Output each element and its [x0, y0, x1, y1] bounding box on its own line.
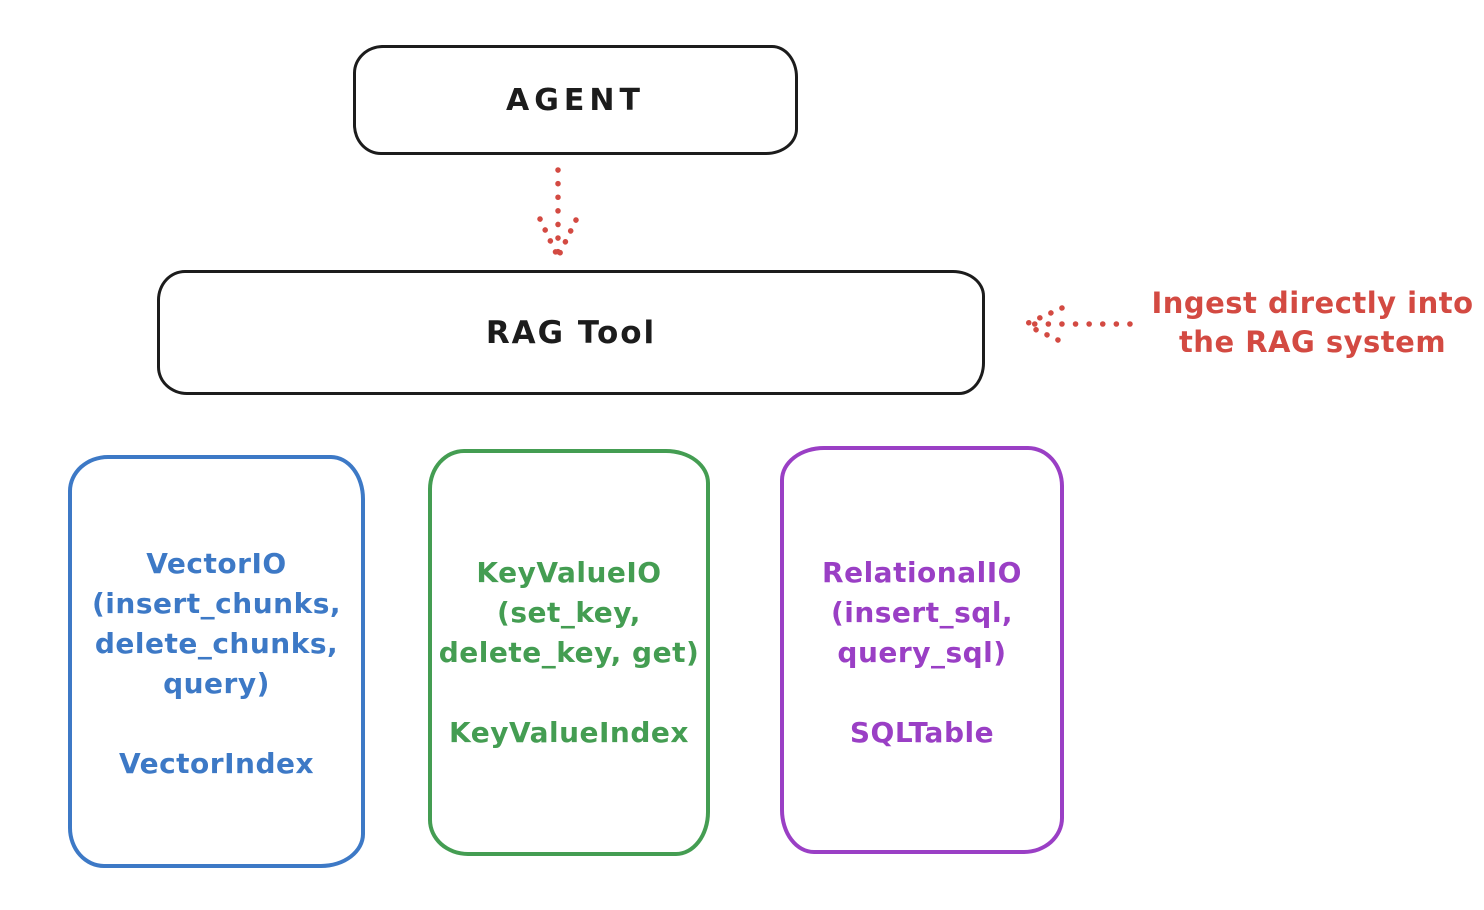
vector-io-method-line: query) — [163, 667, 270, 700]
annotation-line-1: Ingest directly into — [1151, 286, 1474, 320]
vector-io-method-line: (insert_chunks, — [92, 587, 341, 620]
keyvalue-index-label: KeyValueIndex — [449, 716, 689, 749]
keyvalue-io-title: KeyValueIO — [476, 556, 662, 589]
relational-io-node: RelationalIO (insert_sql, query_sql) SQL… — [780, 446, 1064, 854]
annotation-line-2: the RAG system — [1178, 325, 1447, 359]
keyvalue-io-node: KeyValueIO (set_key, delete_key, get) Ke… — [428, 449, 710, 856]
dotted-left-arrow-icon — [1023, 305, 1133, 343]
vector-io-title: VectorIO — [146, 547, 287, 580]
rag-tool-node-label: RAG Tool — [485, 314, 657, 351]
vector-io-method-line: delete_chunks, — [94, 627, 339, 660]
agent-node-label: AGENT — [506, 82, 645, 118]
vector-io-node: VectorIO (insert_chunks, delete_chunks, … — [68, 455, 365, 868]
keyvalue-io-method-line: (set_key, — [497, 596, 641, 629]
rag-tool-node: RAG Tool — [157, 270, 985, 395]
agent-node: AGENT — [353, 45, 798, 155]
keyvalue-io-method-line: delete_key, get) — [438, 636, 700, 669]
dotted-down-arrow-icon — [537, 167, 579, 258]
relational-io-method-line: query_sql) — [837, 636, 1007, 669]
vector-index-label: VectorIndex — [118, 747, 315, 780]
relational-io-method-line: (insert_sql, — [830, 596, 1014, 629]
relational-io-title: RelationalIO — [822, 556, 1022, 589]
sql-table-label: SQLTable — [849, 716, 995, 749]
annotation-ingest-note: Ingest directly into the RAG system — [1140, 284, 1484, 362]
